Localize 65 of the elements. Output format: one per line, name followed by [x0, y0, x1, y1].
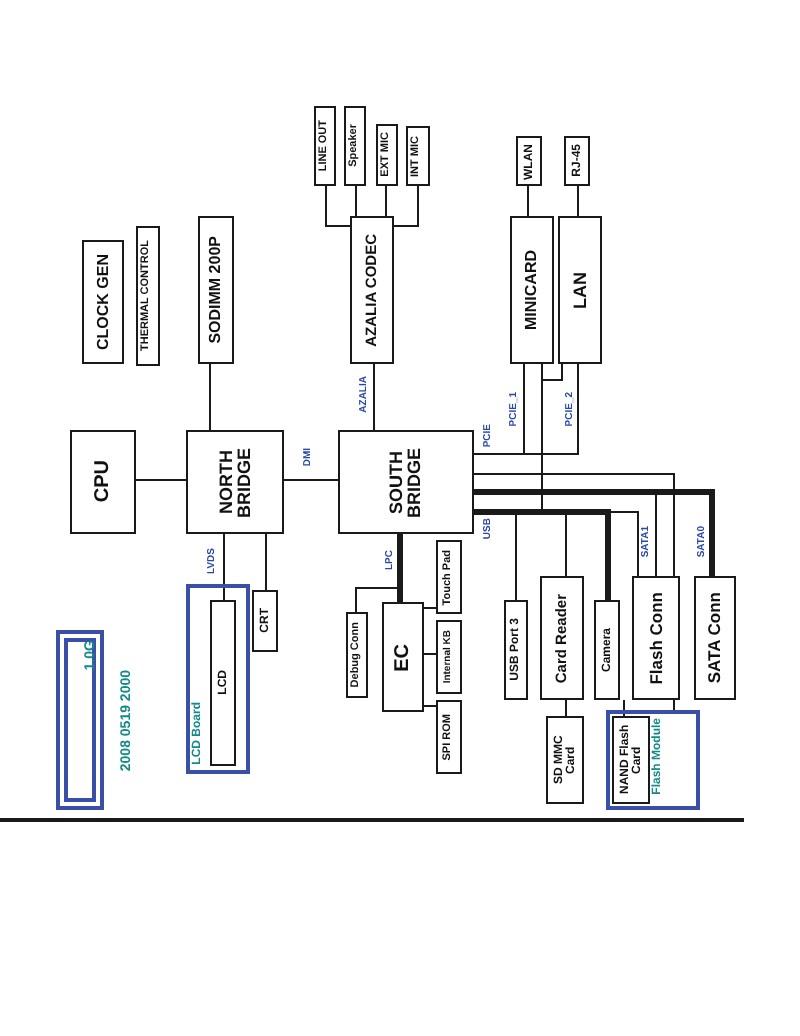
title-frame: [56, 630, 104, 810]
signal-line: [423, 705, 437, 707]
component-box: [546, 716, 584, 804]
component-box: [436, 540, 462, 614]
box-label: MINICARD: [524, 250, 540, 330]
component-box: [504, 600, 528, 700]
box-label: SATA Conn: [706, 592, 724, 684]
box-label: CPU: [93, 460, 113, 504]
signal-line: [673, 699, 675, 711]
signal-line: [373, 363, 375, 431]
component-box: [694, 576, 736, 700]
signal-line: [325, 185, 351, 227]
component-box: [376, 124, 398, 186]
box-label: Flash Conn: [647, 591, 665, 685]
component-box: [436, 700, 462, 774]
signal-line: [209, 363, 211, 431]
signal-line: [355, 185, 357, 217]
board-frame: [606, 710, 700, 810]
component-box: [436, 620, 462, 694]
box-label: CLOCK GEN: [95, 254, 111, 350]
box-label: LAN: [571, 271, 589, 309]
signal-line: [393, 185, 419, 227]
component-box: [382, 602, 424, 712]
component-box: [406, 126, 430, 186]
component-box: [510, 216, 554, 364]
component-box: [516, 136, 542, 186]
component-box: [198, 216, 234, 364]
component-box: [594, 600, 620, 700]
component-box: [186, 430, 284, 534]
component-box: [70, 430, 136, 534]
component-box: [558, 216, 602, 364]
signal-line: [565, 699, 567, 717]
component-box: [540, 576, 584, 700]
box-label: SOUTH BRIDGE: [388, 445, 424, 522]
signal-line: [527, 185, 529, 217]
signal-line: [423, 653, 437, 655]
bus-line: [397, 534, 403, 602]
signal-line: [283, 479, 339, 481]
component-box: [314, 106, 336, 186]
signal-line: [473, 473, 675, 577]
component-box: [338, 430, 474, 534]
box-label: EC: [393, 643, 413, 671]
component-box: [350, 216, 394, 364]
signal-line: [577, 185, 579, 217]
component-box: [210, 600, 236, 766]
component-box: [632, 576, 680, 700]
signal-line: [473, 363, 579, 455]
bus-line: [474, 489, 715, 576]
component-box: [82, 240, 124, 364]
signal-line: [385, 185, 387, 217]
signal-line: [355, 533, 401, 613]
component-box: [252, 590, 278, 652]
box-label: NORTH BRIDGE: [217, 445, 253, 522]
signal-line: [223, 533, 225, 601]
signal-line: [135, 479, 187, 481]
component-box: [346, 612, 368, 698]
board-frame: [186, 584, 250, 774]
component-box: [612, 716, 650, 804]
signal-line: [265, 533, 267, 591]
bus-line: [474, 509, 611, 600]
signal-line: [423, 607, 437, 609]
component-box: [136, 226, 160, 366]
component-box: [344, 106, 366, 186]
component-box: [564, 136, 590, 186]
box-label: SODIMM 200P: [208, 236, 224, 344]
